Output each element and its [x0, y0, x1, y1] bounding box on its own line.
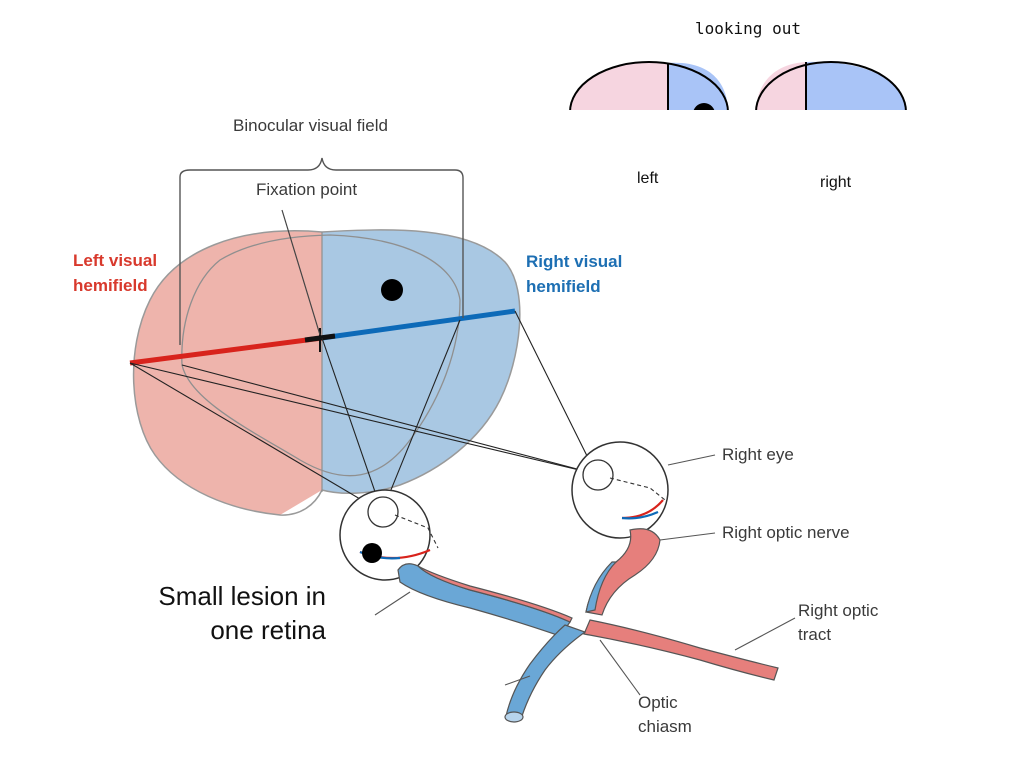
inset-left-label: left: [637, 170, 659, 187]
optic-chiasm-label-line1: Optic: [638, 693, 678, 712]
optic-pathway: [397, 528, 779, 723]
right-hemifield-label-line2: hemifield: [526, 277, 601, 296]
right-axis-line: [321, 308, 516, 341]
field-lesion-dot: [381, 279, 403, 301]
lesion-caption-line1: Small lesion in: [158, 581, 326, 611]
lesion-caption-line2: one retina: [210, 614, 326, 645]
fixation-point-label: Fixation point: [256, 180, 358, 199]
left-eye: [339, 489, 439, 581]
right-hemifield-shape: [322, 229, 520, 494]
inset-right-label: right: [820, 174, 852, 191]
right-hemifield-label-line1: Right visual: [526, 252, 623, 271]
right-eye: [571, 441, 669, 539]
optic-chiasm-label-line2: chiasm: [638, 717, 692, 736]
inset-caption: looking out: [695, 19, 801, 38]
lesion-caption: Small lesion in one retina: [110, 580, 326, 648]
right-optic-tract-label-line1: Right optic: [798, 601, 879, 620]
right-eye-label: Right eye: [722, 445, 794, 464]
left-axis-line: [129, 335, 323, 366]
binocular-bracket: [179, 157, 464, 345]
left-hemifield-label-line2: hemifield: [73, 276, 148, 295]
binocular-field-label: Binocular visual field: [233, 116, 388, 135]
left-hemifield-label-line1: Left visual: [73, 251, 158, 270]
right-optic-nerve-label: Right optic nerve: [722, 523, 850, 542]
right-optic-tract-label-line2: tract: [798, 625, 832, 644]
retina-lesion-dot: [362, 543, 382, 563]
